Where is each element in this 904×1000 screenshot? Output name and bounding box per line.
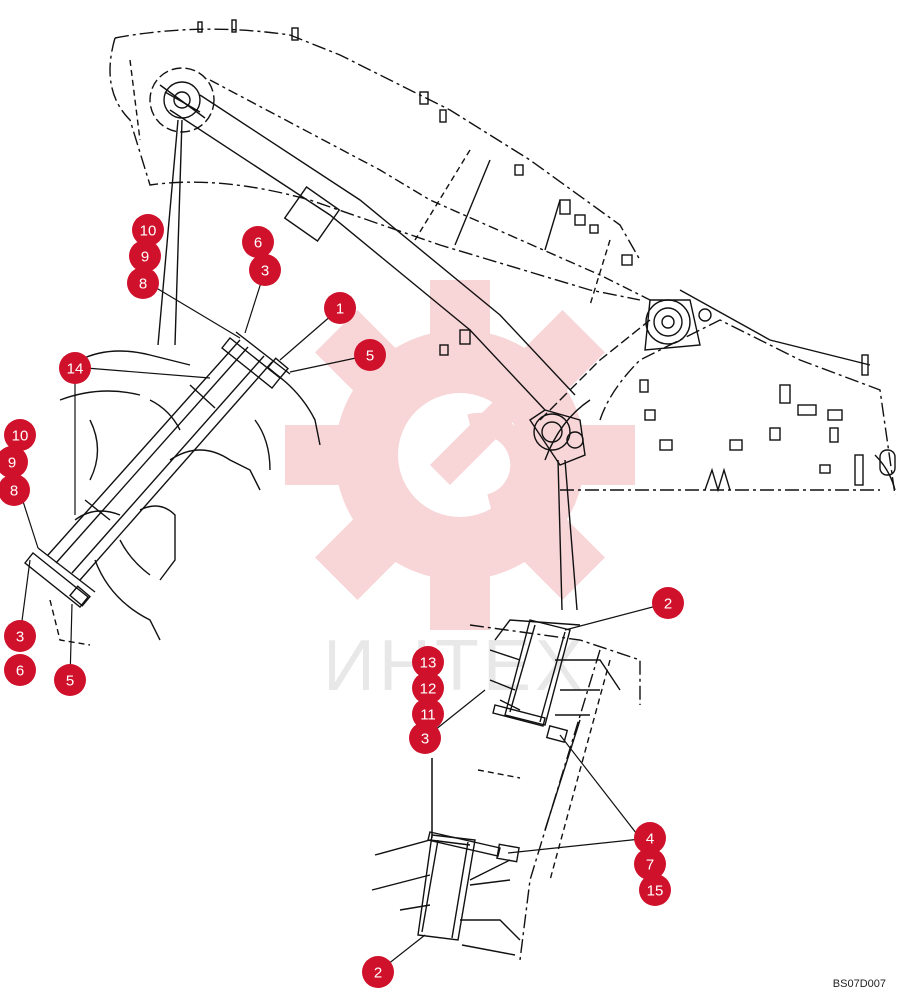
callout-3-upper[interactable]: 3: [249, 254, 281, 286]
callout-9-upper[interactable]: 9: [129, 240, 161, 272]
svg-text:3: 3: [16, 629, 24, 646]
callout-2-upper[interactable]: 2: [652, 587, 684, 619]
callout-12[interactable]: 12: [412, 672, 444, 704]
svg-text:7: 7: [646, 857, 654, 874]
svg-text:3: 3: [421, 731, 429, 748]
svg-text:15: 15: [647, 883, 664, 900]
callout-4[interactable]: 4: [634, 822, 666, 854]
callout-8-upper[interactable]: 8: [127, 267, 159, 299]
svg-text:1: 1: [336, 301, 344, 318]
svg-text:6: 6: [16, 663, 24, 680]
svg-text:8: 8: [139, 276, 147, 293]
svg-text:10: 10: [140, 223, 157, 240]
callout-13[interactable]: 13: [412, 646, 444, 678]
svg-text:12: 12: [420, 681, 437, 698]
boom-drawing: [109, 19, 896, 611]
svg-text:8: 8: [10, 483, 18, 500]
callout-3-right[interactable]: 3: [409, 722, 441, 754]
svg-text:9: 9: [141, 249, 149, 266]
callout-14[interactable]: 14: [59, 352, 91, 384]
callout-10-upper[interactable]: 10: [132, 214, 164, 246]
callout-2-lower[interactable]: 2: [362, 956, 394, 988]
svg-text:5: 5: [66, 673, 74, 690]
callout-8-left[interactable]: 8: [0, 474, 30, 506]
svg-text:2: 2: [374, 965, 382, 982]
callouts: 10 9 8 6 3 1 5 14: [0, 214, 684, 988]
callout-5-left[interactable]: 5: [54, 664, 86, 696]
svg-text:3: 3: [261, 263, 269, 280]
watermark-text: ИНТЕХ: [323, 626, 587, 706]
svg-text:4: 4: [646, 831, 654, 848]
svg-text:5: 5: [366, 348, 374, 365]
right-pin-detail-lower: [371, 831, 521, 956]
callout-11[interactable]: 11: [412, 698, 444, 730]
callout-7[interactable]: 7: [634, 848, 666, 880]
svg-text:13: 13: [420, 655, 437, 672]
drawing-reference-code: BS07D007: [832, 978, 886, 990]
callout-3-left[interactable]: 3: [4, 620, 36, 652]
callout-6-upper[interactable]: 6: [242, 226, 274, 258]
callout-1[interactable]: 1: [324, 292, 356, 324]
left-pin-detail: [24, 331, 321, 646]
svg-text:9: 9: [8, 455, 16, 472]
svg-text:11: 11: [420, 707, 436, 724]
callout-15[interactable]: 15: [639, 874, 671, 906]
callout-6-left[interactable]: 6: [4, 654, 36, 686]
svg-text:10: 10: [12, 428, 29, 445]
svg-text:6: 6: [254, 235, 262, 252]
callout-10-left[interactable]: 10: [4, 419, 36, 451]
callout-5-upper[interactable]: 5: [354, 339, 386, 371]
svg-text:2: 2: [664, 596, 672, 613]
callout-9-left[interactable]: 9: [0, 446, 28, 478]
svg-text:14: 14: [67, 361, 84, 378]
